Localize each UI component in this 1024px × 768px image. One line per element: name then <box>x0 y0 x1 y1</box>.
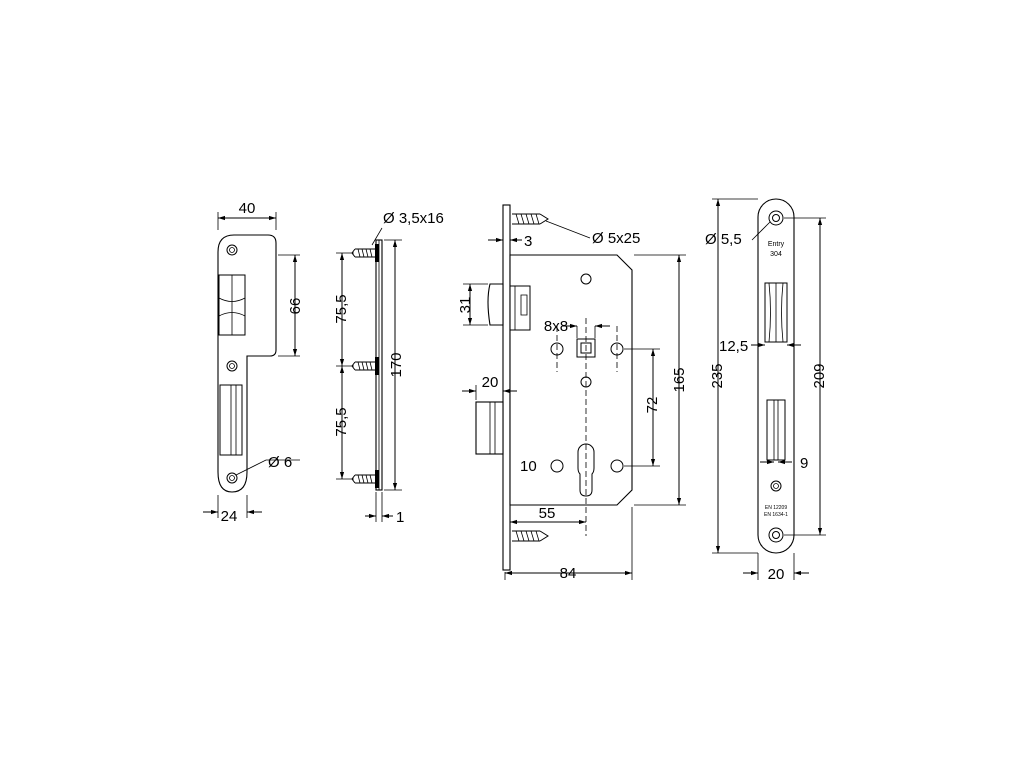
dim-spindle: 8x8 <box>544 318 568 335</box>
small-screw-top <box>351 244 379 262</box>
strike-plate-view: 40 66 24 Ø 6 <box>203 200 304 525</box>
dim-body-height: 165 <box>671 367 688 392</box>
dim-face-length: 235 <box>709 363 726 388</box>
dim-spacing-top: 75,5 <box>333 294 350 323</box>
dim-deadbolt-projection: 20 <box>482 374 499 391</box>
dim-strike-width: 40 <box>239 200 256 217</box>
dim-face-width: 20 <box>768 566 785 583</box>
faceplate-front-view: Entry 304 EN 12209 EN 1634-1 Ø 5,5 12,5 … <box>705 198 828 583</box>
latch-bolt <box>487 283 504 326</box>
strike-latch-opening <box>218 274 246 336</box>
faceplate-bolt-opening <box>766 399 786 461</box>
strike-middle-hole <box>226 360 238 372</box>
dim-strike-height: 66 <box>287 298 304 315</box>
large-screw-bottom <box>512 530 549 542</box>
dim-plate-length: 170 <box>388 352 405 377</box>
faceplate-bottom-hole <box>768 527 784 543</box>
small-screw-bottom <box>351 470 379 488</box>
dim-strike-bottom-width: 24 <box>221 508 238 525</box>
dim-backset: 55 <box>539 505 556 522</box>
dim-cylinder-offset: 10 <box>520 458 537 475</box>
large-screw-top <box>512 213 549 225</box>
strike-top-hole <box>226 244 238 256</box>
small-screw-middle <box>351 357 379 375</box>
lock-body-case <box>509 254 633 506</box>
strike-bottom-hole <box>226 472 238 484</box>
dim-spacing-bottom: 75,5 <box>333 407 350 436</box>
dim-large-screw: Ø 5x25 <box>592 230 640 247</box>
cylinder-cutout <box>577 443 595 497</box>
lock-faceplate-side <box>502 204 511 571</box>
dim-face-gap: 9 <box>800 455 808 472</box>
mark-entry: Entry <box>768 241 785 248</box>
dim-face-offset: 12,5 <box>719 338 748 355</box>
strike-side-view: Ø 3,5x16 75,5 75,5 170 1 <box>333 210 444 526</box>
mark-number: 304 <box>770 251 782 258</box>
dim-center-distance: 72 <box>644 397 661 414</box>
mark-standard-1: EN 12209 <box>765 505 787 511</box>
dim-faceplate-thickness: 3 <box>524 233 532 250</box>
dim-small-screw: Ø 3,5x16 <box>383 210 444 227</box>
faceplate-outline <box>757 198 795 554</box>
dead-bolt <box>475 401 504 455</box>
dim-latch-height: 31 <box>457 297 474 314</box>
dim-strike-hole: Ø 6 <box>268 454 292 471</box>
dim-body-depth: 84 <box>560 565 577 582</box>
lock-body-view: Ø 5x25 3 31 8x8 20 10 72 165 55 84 <box>457 204 688 582</box>
dim-plate-thickness: 1 <box>396 509 404 526</box>
mark-standard-2: EN 1634-1 <box>764 512 788 518</box>
faceplate-latch-opening <box>764 282 788 343</box>
faceplate-top-hole <box>768 210 784 226</box>
dim-face-screw-distance: 209 <box>811 363 828 388</box>
dim-face-hole: Ø 5,5 <box>705 231 742 248</box>
strike-plate-outline <box>217 234 277 493</box>
